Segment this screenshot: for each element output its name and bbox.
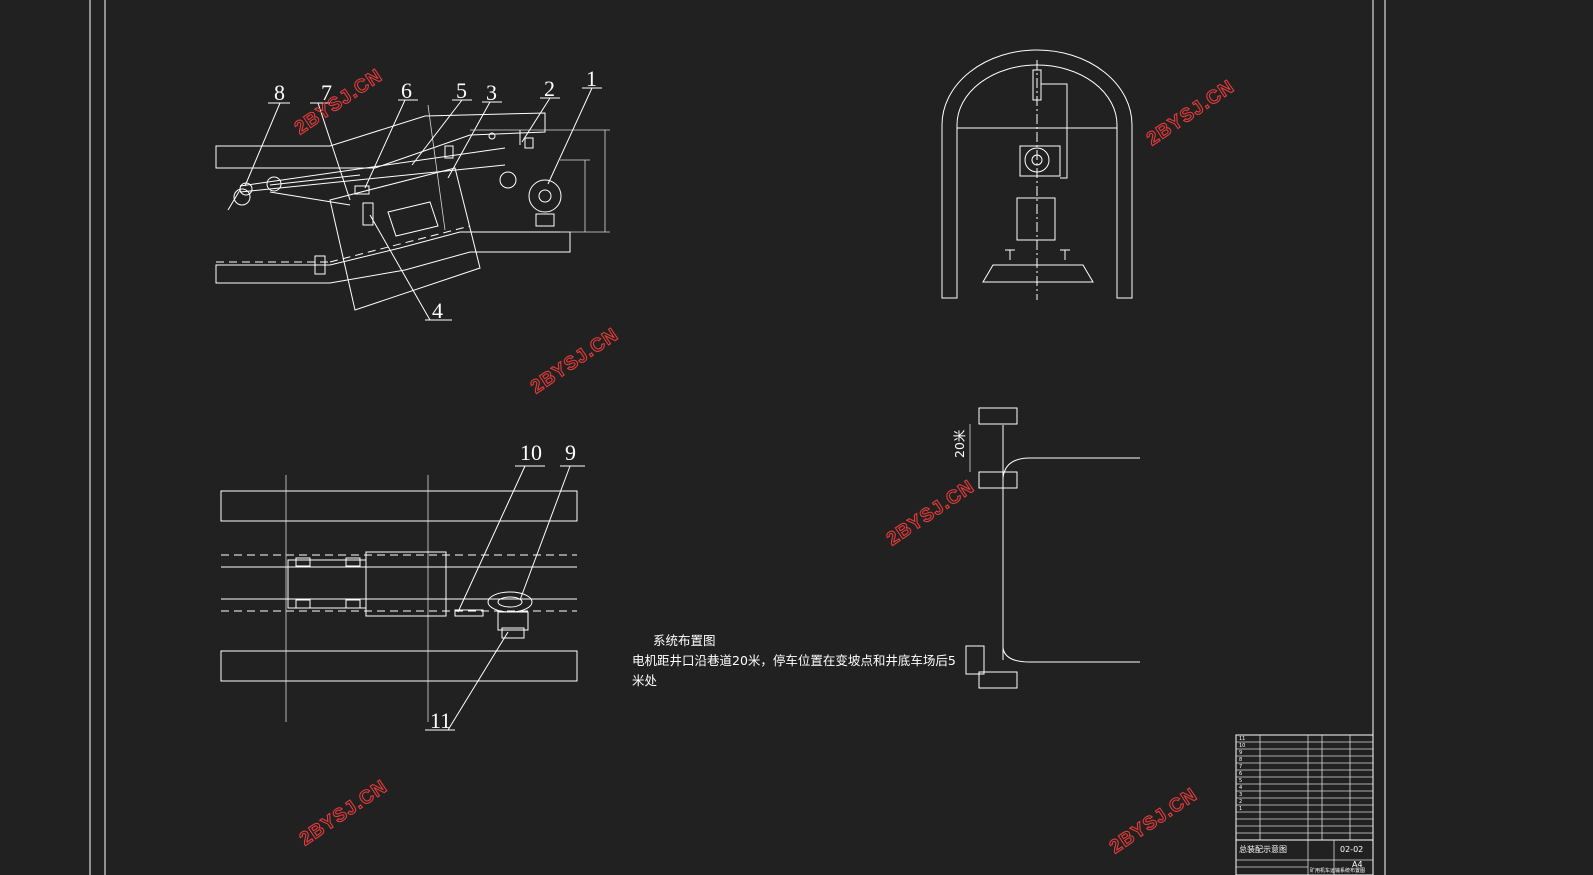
watermark-1: 2BYSJ.CN xyxy=(291,65,386,139)
svg-text:11: 11 xyxy=(1239,736,1245,742)
watermark-3: 2BYSJ.CN xyxy=(527,324,622,398)
tunnel-section-view xyxy=(941,49,1133,300)
svg-text:8: 8 xyxy=(1239,757,1242,763)
svg-text:3: 3 xyxy=(1239,792,1242,798)
svg-text:1: 1 xyxy=(1239,806,1242,812)
watermark-2: 2BYSJ.CN xyxy=(1143,76,1238,150)
sheet-size: A4 xyxy=(1352,860,1363,869)
watermarks: 2BYSJ.CN 2BYSJ.CN 2BYSJ.CN 2BYSJ.CN 2BYS… xyxy=(291,65,1240,859)
notes-line-1: 电机距井口沿巷道20米，停车位置在变坡点和井底车场后5 xyxy=(632,653,956,668)
svg-text:7: 7 xyxy=(1239,764,1242,770)
part-number-9: 9 xyxy=(565,440,576,465)
watermark-6: 2BYSJ.CN xyxy=(1106,784,1201,858)
svg-text:2: 2 xyxy=(1239,799,1242,805)
drawing-number: 02-02 xyxy=(1340,845,1363,854)
part-number-4: 4 xyxy=(432,298,443,323)
notes-title: 系统布置图 xyxy=(653,633,716,648)
track-schematic-view: 20米 xyxy=(952,407,1140,689)
plan-view: 10 9 11 xyxy=(220,440,585,733)
title-block: 11 10 9 8 7 6 5 4 3 2 1 总装配示意图 02-02 A4 … xyxy=(1235,734,1374,875)
watermark-5: 2BYSJ.CN xyxy=(296,776,391,850)
part-number-6: 6 xyxy=(401,78,412,103)
notes-line-2: 米处 xyxy=(632,673,658,688)
system-layout-notes: 系统布置图 电机距井口沿巷道20米，停车位置在变坡点和井底车场后5 米处 xyxy=(632,633,956,688)
part-number-3: 3 xyxy=(486,80,497,105)
drawing-frame xyxy=(89,0,1386,875)
dimension-20m: 20米 xyxy=(952,429,967,458)
svg-text:9: 9 xyxy=(1239,750,1242,756)
part-number-8: 8 xyxy=(274,80,285,105)
watermark-4: 2BYSJ.CN xyxy=(883,476,978,550)
part-number-11: 11 xyxy=(430,708,451,733)
part-number-10: 10 xyxy=(520,440,542,465)
svg-text:5: 5 xyxy=(1239,778,1242,784)
part-number-7: 7 xyxy=(321,80,332,105)
side-view: 8 7 6 5 3 2 1 4 xyxy=(215,66,610,323)
title-block-short-title: 总装配示意图 xyxy=(1239,844,1287,854)
part-number-1: 1 xyxy=(586,66,597,91)
svg-text:10: 10 xyxy=(1239,743,1245,749)
svg-text:6: 6 xyxy=(1239,771,1242,777)
svg-text:4: 4 xyxy=(1239,785,1242,791)
part-number-2: 2 xyxy=(544,76,555,101)
title-block-long-title: 矿用机车运输系统布置图 xyxy=(1310,867,1365,874)
part-number-5: 5 xyxy=(456,78,467,103)
